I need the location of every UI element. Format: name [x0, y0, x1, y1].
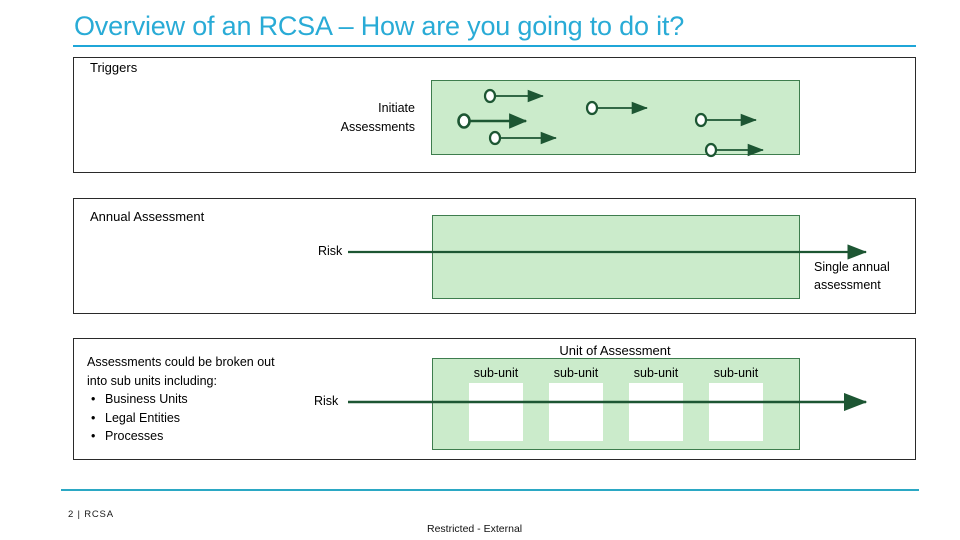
sub-unit-box-2 [549, 383, 603, 441]
single-annual-line-2: assessment [814, 278, 881, 292]
sub-unit-box-1 [469, 383, 523, 441]
title-divider [73, 45, 916, 47]
list-item: Processes [87, 427, 327, 446]
sub-unit-box-3 [629, 383, 683, 441]
page-number-label: 2 | RCSA [68, 509, 114, 520]
page-title: Overview of an RCSA – How are you going … [74, 11, 685, 41]
sub-unit-label-4: sub-unit [713, 366, 759, 380]
panel-annual-assessment-label: Annual Assessment [90, 209, 205, 224]
sub-unit-label-1: sub-unit [473, 366, 519, 380]
sub-unit-label-2: sub-unit [553, 366, 599, 380]
risk-label-annual: Risk [318, 244, 343, 258]
unit-of-assessment-title: Unit of Assessment [559, 343, 671, 358]
single-annual-line-1: Single annual [814, 260, 890, 274]
sub-unit-explanation: Assessments could be broken out into sub… [87, 353, 327, 446]
initiate-line-2: Assessments [340, 120, 415, 134]
sub-unit-explanation-line-2: into sub units including: [87, 373, 217, 388]
footer-divider [61, 489, 919, 491]
list-item: Business Units [87, 390, 327, 409]
initiate-line-1: Initiate [378, 101, 415, 115]
single-annual-assessment-label: Single annual assessment [814, 258, 914, 294]
sub-unit-box-4 [709, 383, 763, 441]
annual-assessment-window [432, 215, 800, 299]
sub-unit-explanation-line-1: Assessments could be broken out [87, 355, 275, 369]
risk-label-sub-units: Risk [314, 394, 339, 408]
sub-unit-bullet-list: Business Units Legal Entities Processes [87, 390, 327, 446]
list-item: Legal Entities [87, 409, 327, 428]
classification-label: Restricted - External [427, 523, 523, 535]
sub-unit-label-3: sub-unit [633, 366, 679, 380]
initiate-assessments-label: Initiate Assessments [255, 99, 415, 137]
panel-triggers-label: Triggers [90, 60, 138, 75]
triggers-assessment-window [431, 80, 800, 155]
